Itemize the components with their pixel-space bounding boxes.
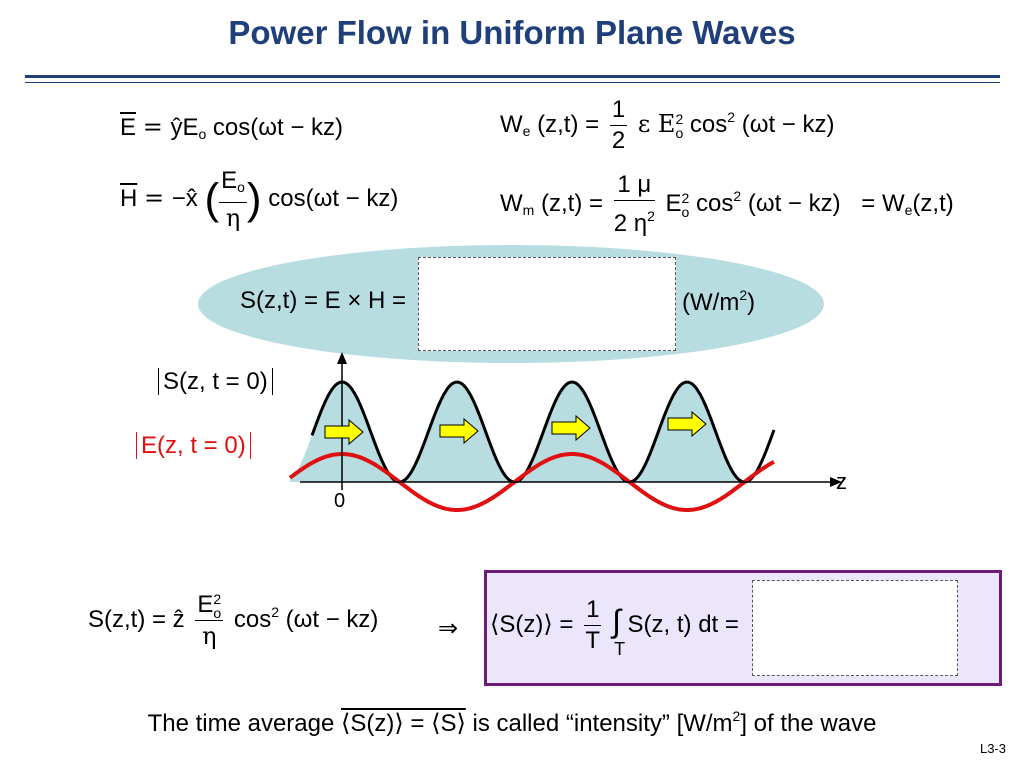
power-flow-arrow-1 [324,418,364,446]
z-axis-arrowhead [830,477,842,487]
power-flow-arrow-4 [667,410,707,438]
poynting-answer-box[interactable] [418,257,676,351]
title-divider-thin [25,82,1000,83]
power-flow-arrow-2 [439,417,479,445]
slide-title: Power Flow in Uniform Plane Waves [228,14,796,51]
z-axis-label: z [836,469,847,494]
power-flow-arrow-3 [551,414,591,442]
page-number: L3-3 [979,741,1006,756]
e-magnitude-label: E(z, t = 0) [136,432,251,460]
time-average-answer-box[interactable] [752,580,958,676]
poynting-units: (W/m2) [682,287,756,316]
origin-label: 0 [334,490,346,512]
e-field-equation: E = ŷEo cos(ωt − kz) [120,113,344,142]
title-divider [25,75,1000,78]
s-magnitude-label: S(z, t = 0) [158,368,273,396]
footer-sentence: The time average ⟨S(z)⟩ = ⟨S⟩ is called … [147,708,877,737]
e-curve [288,452,775,512]
vertical-axis-arrowhead [337,352,347,364]
implies-arrow: ⇒ [438,615,459,642]
s-fill-area [290,382,745,482]
poynting-equation: S(z,t) = E × H = [240,287,407,314]
